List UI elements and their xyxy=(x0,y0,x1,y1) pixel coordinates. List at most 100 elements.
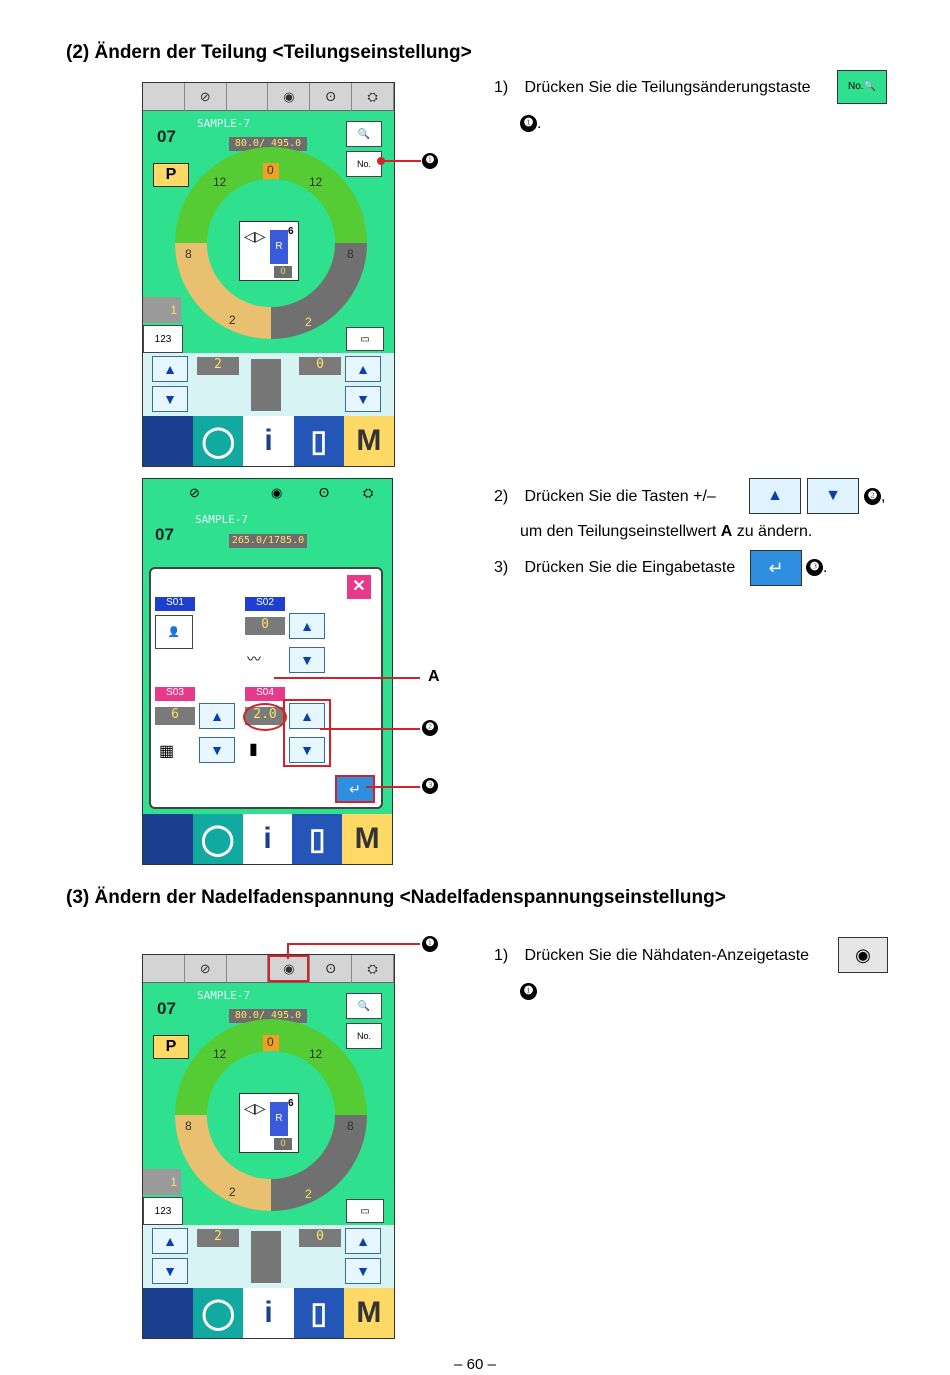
nav-blank xyxy=(143,1288,194,1338)
callout-a: A xyxy=(428,668,440,685)
info-icon[interactable]: i xyxy=(243,416,294,466)
direction-icon: ◁▷ xyxy=(244,228,266,244)
bottom-nav: ◯ i ▯ M xyxy=(143,1288,394,1338)
left-plus-button[interactable]: ▲ xyxy=(152,1228,188,1254)
center-6-label: 6 xyxy=(288,226,294,237)
counter-icon[interactable]: 123 xyxy=(143,1197,183,1225)
mode-button[interactable]: M xyxy=(342,814,392,864)
s02-minus-button[interactable]: ▼ xyxy=(289,647,325,673)
presser-foot-icon[interactable]: ⛭ xyxy=(352,83,394,111)
bobbin-prohibit-icon[interactable]: ⊘ xyxy=(184,83,227,111)
s02-label: S02 xyxy=(245,597,285,611)
left-minus-button[interactable]: ▼ xyxy=(152,386,188,412)
left-counter: 1 xyxy=(143,1169,181,1195)
center-r-label: R xyxy=(270,230,288,264)
left-counter: 1 xyxy=(143,297,181,323)
thread-tension-icon[interactable]: ʘ xyxy=(310,955,353,983)
s04-plus-button[interactable]: ▲ xyxy=(289,703,325,729)
info-icon[interactable]: i xyxy=(242,814,293,864)
toolbar-blank-1[interactable] xyxy=(143,955,185,983)
sewing-data-display-icon[interactable]: ◉ xyxy=(268,955,311,983)
thread-tension-icon: ʘ xyxy=(319,485,330,500)
pitch-change-button[interactable]: No. xyxy=(346,1023,382,1049)
enter-button[interactable]: ↵ xyxy=(335,775,375,803)
enter-key-icon: ↵ xyxy=(750,550,802,586)
main-screen-1: ⊘ ◉ ʘ ⛭ SAMPLE-7 07 80.0/ 495.0 🔍 No. P … xyxy=(142,82,395,467)
s02-plus-button[interactable]: ▲ xyxy=(289,613,325,639)
s01-label: S01 xyxy=(155,597,195,611)
s03-value: 6 xyxy=(155,707,195,725)
stitch-counter: 265.0/1785.0 xyxy=(229,534,307,548)
pattern-name: SAMPLE-7 xyxy=(197,989,250,1002)
bobbin-prohibit-icon[interactable]: ⊘ xyxy=(184,955,227,983)
right-minus-button[interactable]: ▼ xyxy=(345,386,381,412)
pitch-dialog-screen: ⊘ ◉ ʘ ⛭ SAMPLE-7 07 265.0/1785.0 ✕ S01 👤… xyxy=(142,478,393,865)
info-icon[interactable]: i xyxy=(243,1288,294,1338)
sewing-data-display-icon[interactable]: ◉ xyxy=(268,83,311,111)
callout-line-1 xyxy=(381,160,421,162)
section3-step1: 1) Drücken Sie die Nähdaten-Anzeigetaste xyxy=(494,946,809,966)
center-part-display[interactable]: R 6 0 ◁▷ xyxy=(239,1093,299,1153)
section2-step2-line2: um den Teilungseinstellwert A zu ändern. xyxy=(520,522,812,542)
pattern-name: SAMPLE-7 xyxy=(195,513,248,526)
mode-button[interactable]: M xyxy=(343,416,394,466)
segment-label-bottom-left: 2 xyxy=(229,1185,236,1199)
pattern-number[interactable]: 07 xyxy=(157,127,176,146)
segment-label-top-right: 12 xyxy=(309,1047,323,1061)
step2-number: 2) xyxy=(494,488,509,505)
ruler-icon[interactable]: ▭ xyxy=(346,1199,384,1223)
p-button[interactable]: P xyxy=(153,163,189,187)
callout-line-a xyxy=(274,677,420,679)
segment-label-left: 8 xyxy=(185,1119,192,1133)
top-toolbar: ⊘ ◉ ʘ ⛭ xyxy=(143,83,394,111)
toolbar-blank-2[interactable] xyxy=(226,83,269,111)
counter-icon[interactable]: 123 xyxy=(143,325,183,353)
segment-label-left: 8 xyxy=(185,247,192,261)
communication-icon[interactable]: ▯ xyxy=(293,416,344,466)
s03-plus-button[interactable]: ▲ xyxy=(199,703,235,729)
presser-foot-icon[interactable]: ⛭ xyxy=(352,955,394,983)
callout-line-s3 xyxy=(288,943,420,945)
left-minus-button[interactable]: ▼ xyxy=(152,1258,188,1284)
zoom-search-icon[interactable]: 🔍 xyxy=(346,993,382,1019)
zoom-search-icon[interactable]: 🔍 xyxy=(346,121,382,147)
toolbar-blank-2[interactable] xyxy=(226,955,269,983)
step3-number: 3) xyxy=(494,559,509,576)
left-plus-button[interactable]: ▲ xyxy=(152,356,188,382)
s02-value: 0 xyxy=(245,617,285,635)
machine-head-icon xyxy=(251,359,281,411)
ruler-icon[interactable]: ▭ xyxy=(346,327,384,351)
segment-label-right: 8 xyxy=(347,247,354,261)
communication-icon[interactable]: ▯ xyxy=(292,814,343,864)
thread-tension-icon[interactable]: ʘ xyxy=(310,83,353,111)
segment-label-bottom-right: 2 xyxy=(305,315,312,329)
callout-1-screen1: ❶ xyxy=(422,153,438,169)
p-button[interactable]: P xyxy=(153,1035,189,1059)
reset-icon[interactable]: ◯ xyxy=(193,416,244,466)
communication-icon[interactable]: ▯ xyxy=(293,1288,344,1338)
operator-icon[interactable]: 👤 xyxy=(155,615,193,649)
s03-minus-button[interactable]: ▼ xyxy=(199,737,235,763)
segment-label-top-left: 12 xyxy=(213,1047,227,1061)
pitch-change-button[interactable]: No. xyxy=(346,151,382,177)
right-plus-button[interactable]: ▲ xyxy=(345,1228,381,1254)
mode-button[interactable]: M xyxy=(343,1288,394,1338)
reset-icon[interactable]: ◯ xyxy=(193,1288,244,1338)
ring-tan-segment xyxy=(175,242,272,339)
right-plus-button[interactable]: ▲ xyxy=(345,356,381,382)
close-button[interactable]: ✕ xyxy=(347,575,371,599)
pattern-number[interactable]: 07 xyxy=(157,999,176,1018)
center-part-display[interactable]: R 6 0 ◁▷ xyxy=(239,221,299,281)
ring-gray-segment xyxy=(270,242,367,339)
pattern-number: 07 xyxy=(155,525,174,544)
step1-number: 1) xyxy=(494,79,509,96)
section2-step2: 2) Drücken Sie die Tasten +/– xyxy=(494,487,716,507)
right-minus-button[interactable]: ▼ xyxy=(345,1258,381,1284)
segment-label-top-left: 12 xyxy=(213,175,227,189)
reset-icon[interactable]: ◯ xyxy=(192,814,243,864)
toolbar-blank-1[interactable] xyxy=(143,83,185,111)
s04-minus-button[interactable]: ▼ xyxy=(289,737,325,763)
direction-icon: ◁▷ xyxy=(244,1100,266,1116)
step1-ref: ❶. xyxy=(520,115,541,133)
segment-label-top-right: 12 xyxy=(309,175,323,189)
